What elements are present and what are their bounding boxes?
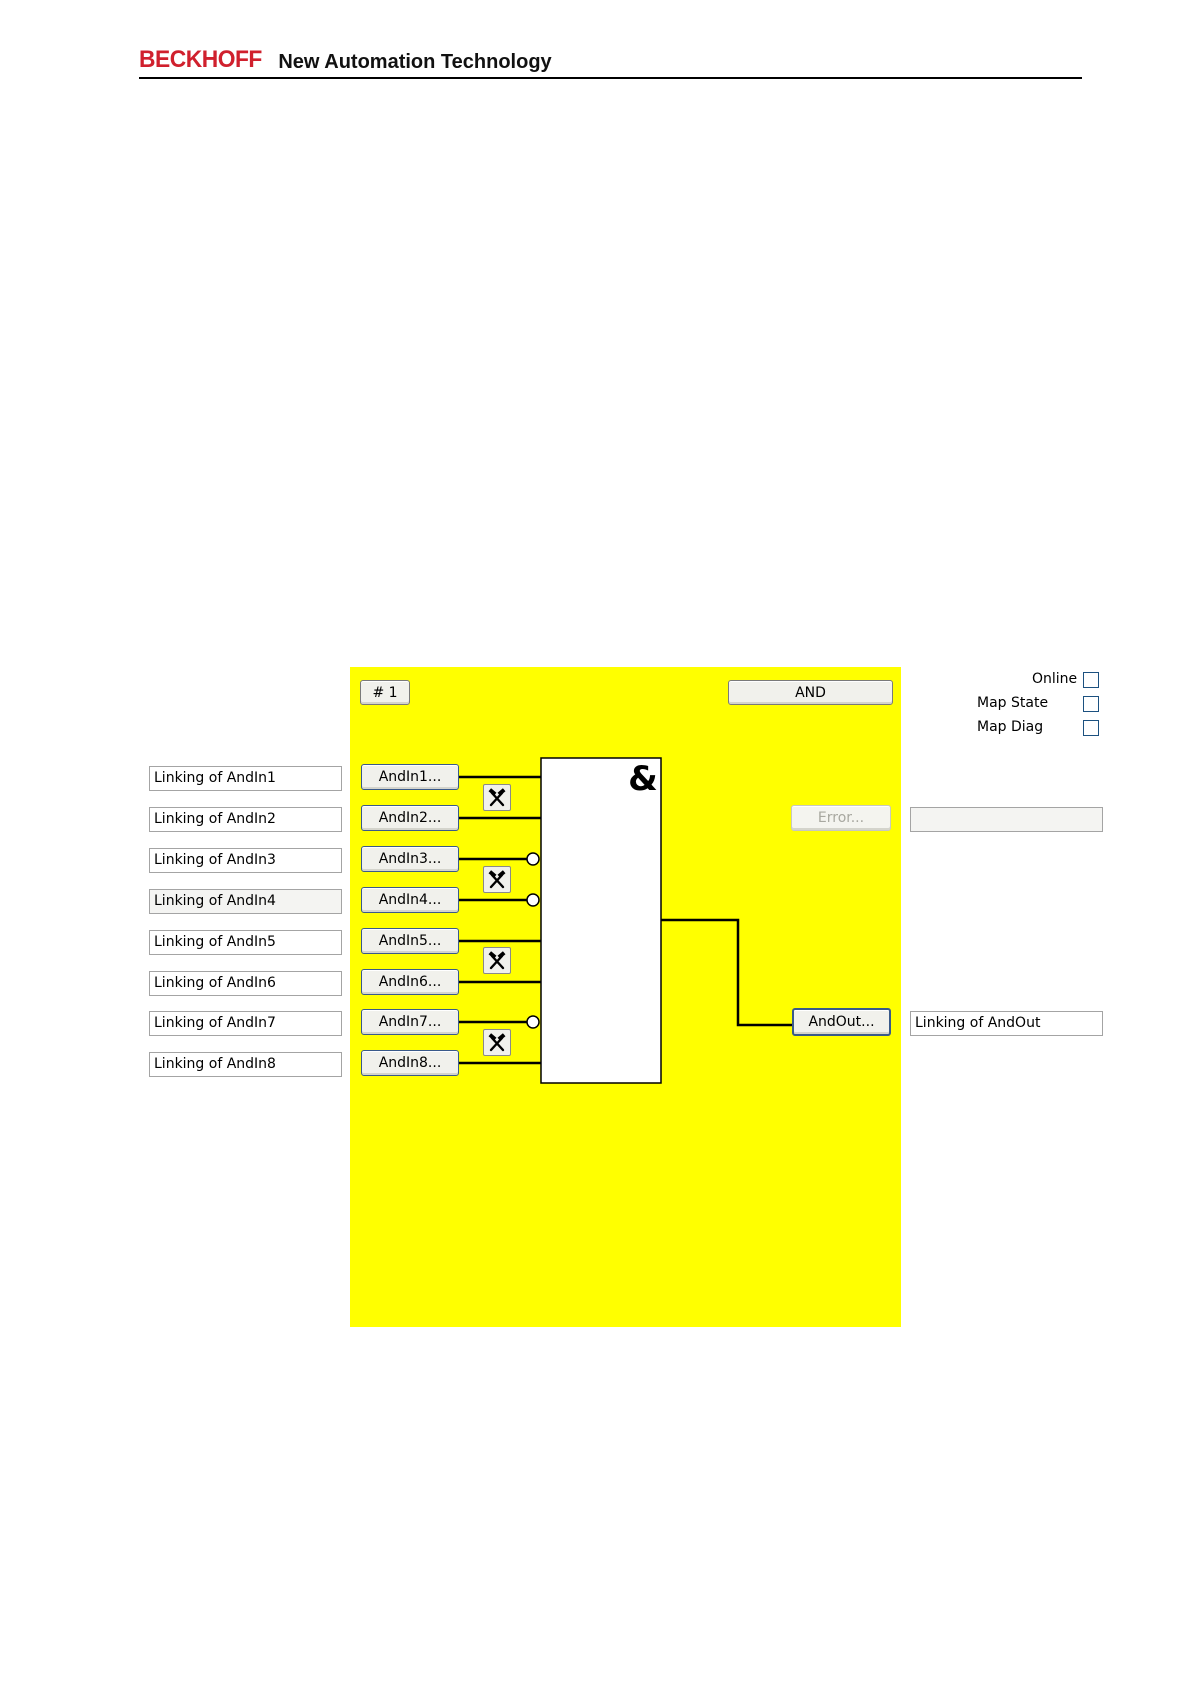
- hammer-wrench-icon: [488, 950, 506, 969]
- map-diag-label: Map Diag: [977, 719, 1044, 735]
- online-label: Online: [1032, 671, 1078, 687]
- hammer-wrench-icon: [488, 787, 506, 806]
- and-gate-symbol: &: [628, 759, 658, 799]
- linking-field-in2[interactable]: Linking of AndIn2: [149, 807, 342, 832]
- input-pair-2-settings-button[interactable]: [483, 866, 511, 893]
- negation-bubble-in7: [526, 1015, 540, 1029]
- linking-field-in6[interactable]: Linking of AndIn6: [149, 971, 342, 996]
- linking-field-in8[interactable]: Linking of AndIn8: [149, 1052, 342, 1077]
- negation-bubble-in4: [526, 893, 540, 907]
- input-button-in7[interactable]: AndIn7...: [361, 1009, 459, 1035]
- map-diag-checkbox[interactable]: [1083, 720, 1099, 736]
- hammer-wrench-icon: [488, 869, 506, 888]
- and-gate-body: [540, 757, 662, 1084]
- map-state-label: Map State: [977, 695, 1049, 711]
- input-pair-1-settings-button[interactable]: [483, 784, 511, 811]
- input-button-in1[interactable]: AndIn1...: [361, 764, 459, 790]
- linking-field-in5[interactable]: Linking of AndIn5: [149, 930, 342, 955]
- brand-logo: BECKHOFF: [139, 46, 262, 73]
- linking-field-in1[interactable]: Linking of AndIn1: [149, 766, 342, 791]
- block-number-button[interactable]: # 1: [360, 680, 410, 705]
- linking-field-out[interactable]: Linking of AndOut: [910, 1011, 1103, 1036]
- hammer-wrench-icon: [488, 1032, 506, 1051]
- input-button-in3[interactable]: AndIn3...: [361, 846, 459, 872]
- wire-out: [661, 918, 793, 1027]
- input-pair-3-settings-button[interactable]: [483, 947, 511, 974]
- output-button[interactable]: AndOut...: [792, 1008, 891, 1036]
- input-button-in5[interactable]: AndIn5...: [361, 928, 459, 954]
- linking-field-in4[interactable]: Linking of AndIn4: [149, 889, 342, 914]
- input-button-in8[interactable]: AndIn8...: [361, 1050, 459, 1076]
- input-button-in4[interactable]: AndIn4...: [361, 887, 459, 913]
- block-type-button[interactable]: AND: [728, 680, 893, 705]
- input-pair-4-settings-button[interactable]: [483, 1029, 511, 1056]
- error-field[interactable]: [910, 807, 1103, 832]
- brand-header: BECKHOFF New Automation Technology: [139, 40, 552, 74]
- input-button-in6[interactable]: AndIn6...: [361, 969, 459, 995]
- online-checkbox[interactable]: [1083, 672, 1099, 688]
- linking-field-in7[interactable]: Linking of AndIn7: [149, 1011, 342, 1036]
- error-button[interactable]: Error...: [791, 805, 891, 831]
- header-divider: [139, 77, 1082, 79]
- brand-tagline: New Automation Technology: [278, 51, 552, 73]
- negation-bubble-in3: [526, 852, 540, 866]
- map-state-checkbox[interactable]: [1083, 696, 1099, 712]
- input-button-in2[interactable]: AndIn2...: [361, 805, 459, 831]
- linking-field-in3[interactable]: Linking of AndIn3: [149, 848, 342, 873]
